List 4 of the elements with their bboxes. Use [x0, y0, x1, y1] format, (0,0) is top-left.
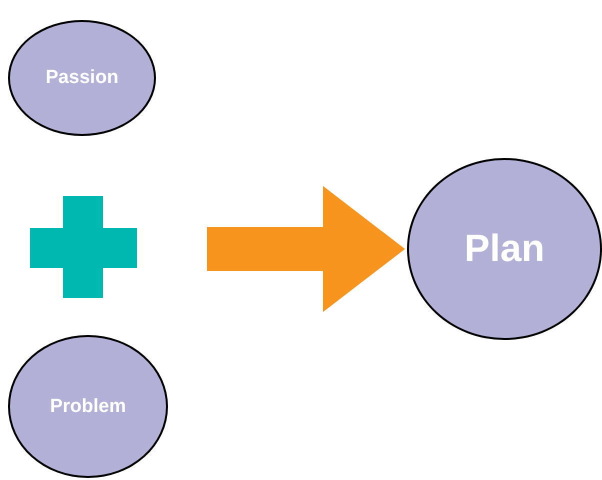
node-label: Problem	[50, 396, 126, 418]
node-label: Plan	[464, 228, 545, 270]
block-arrow	[207, 186, 405, 312]
node-label: Passion	[46, 67, 118, 89]
